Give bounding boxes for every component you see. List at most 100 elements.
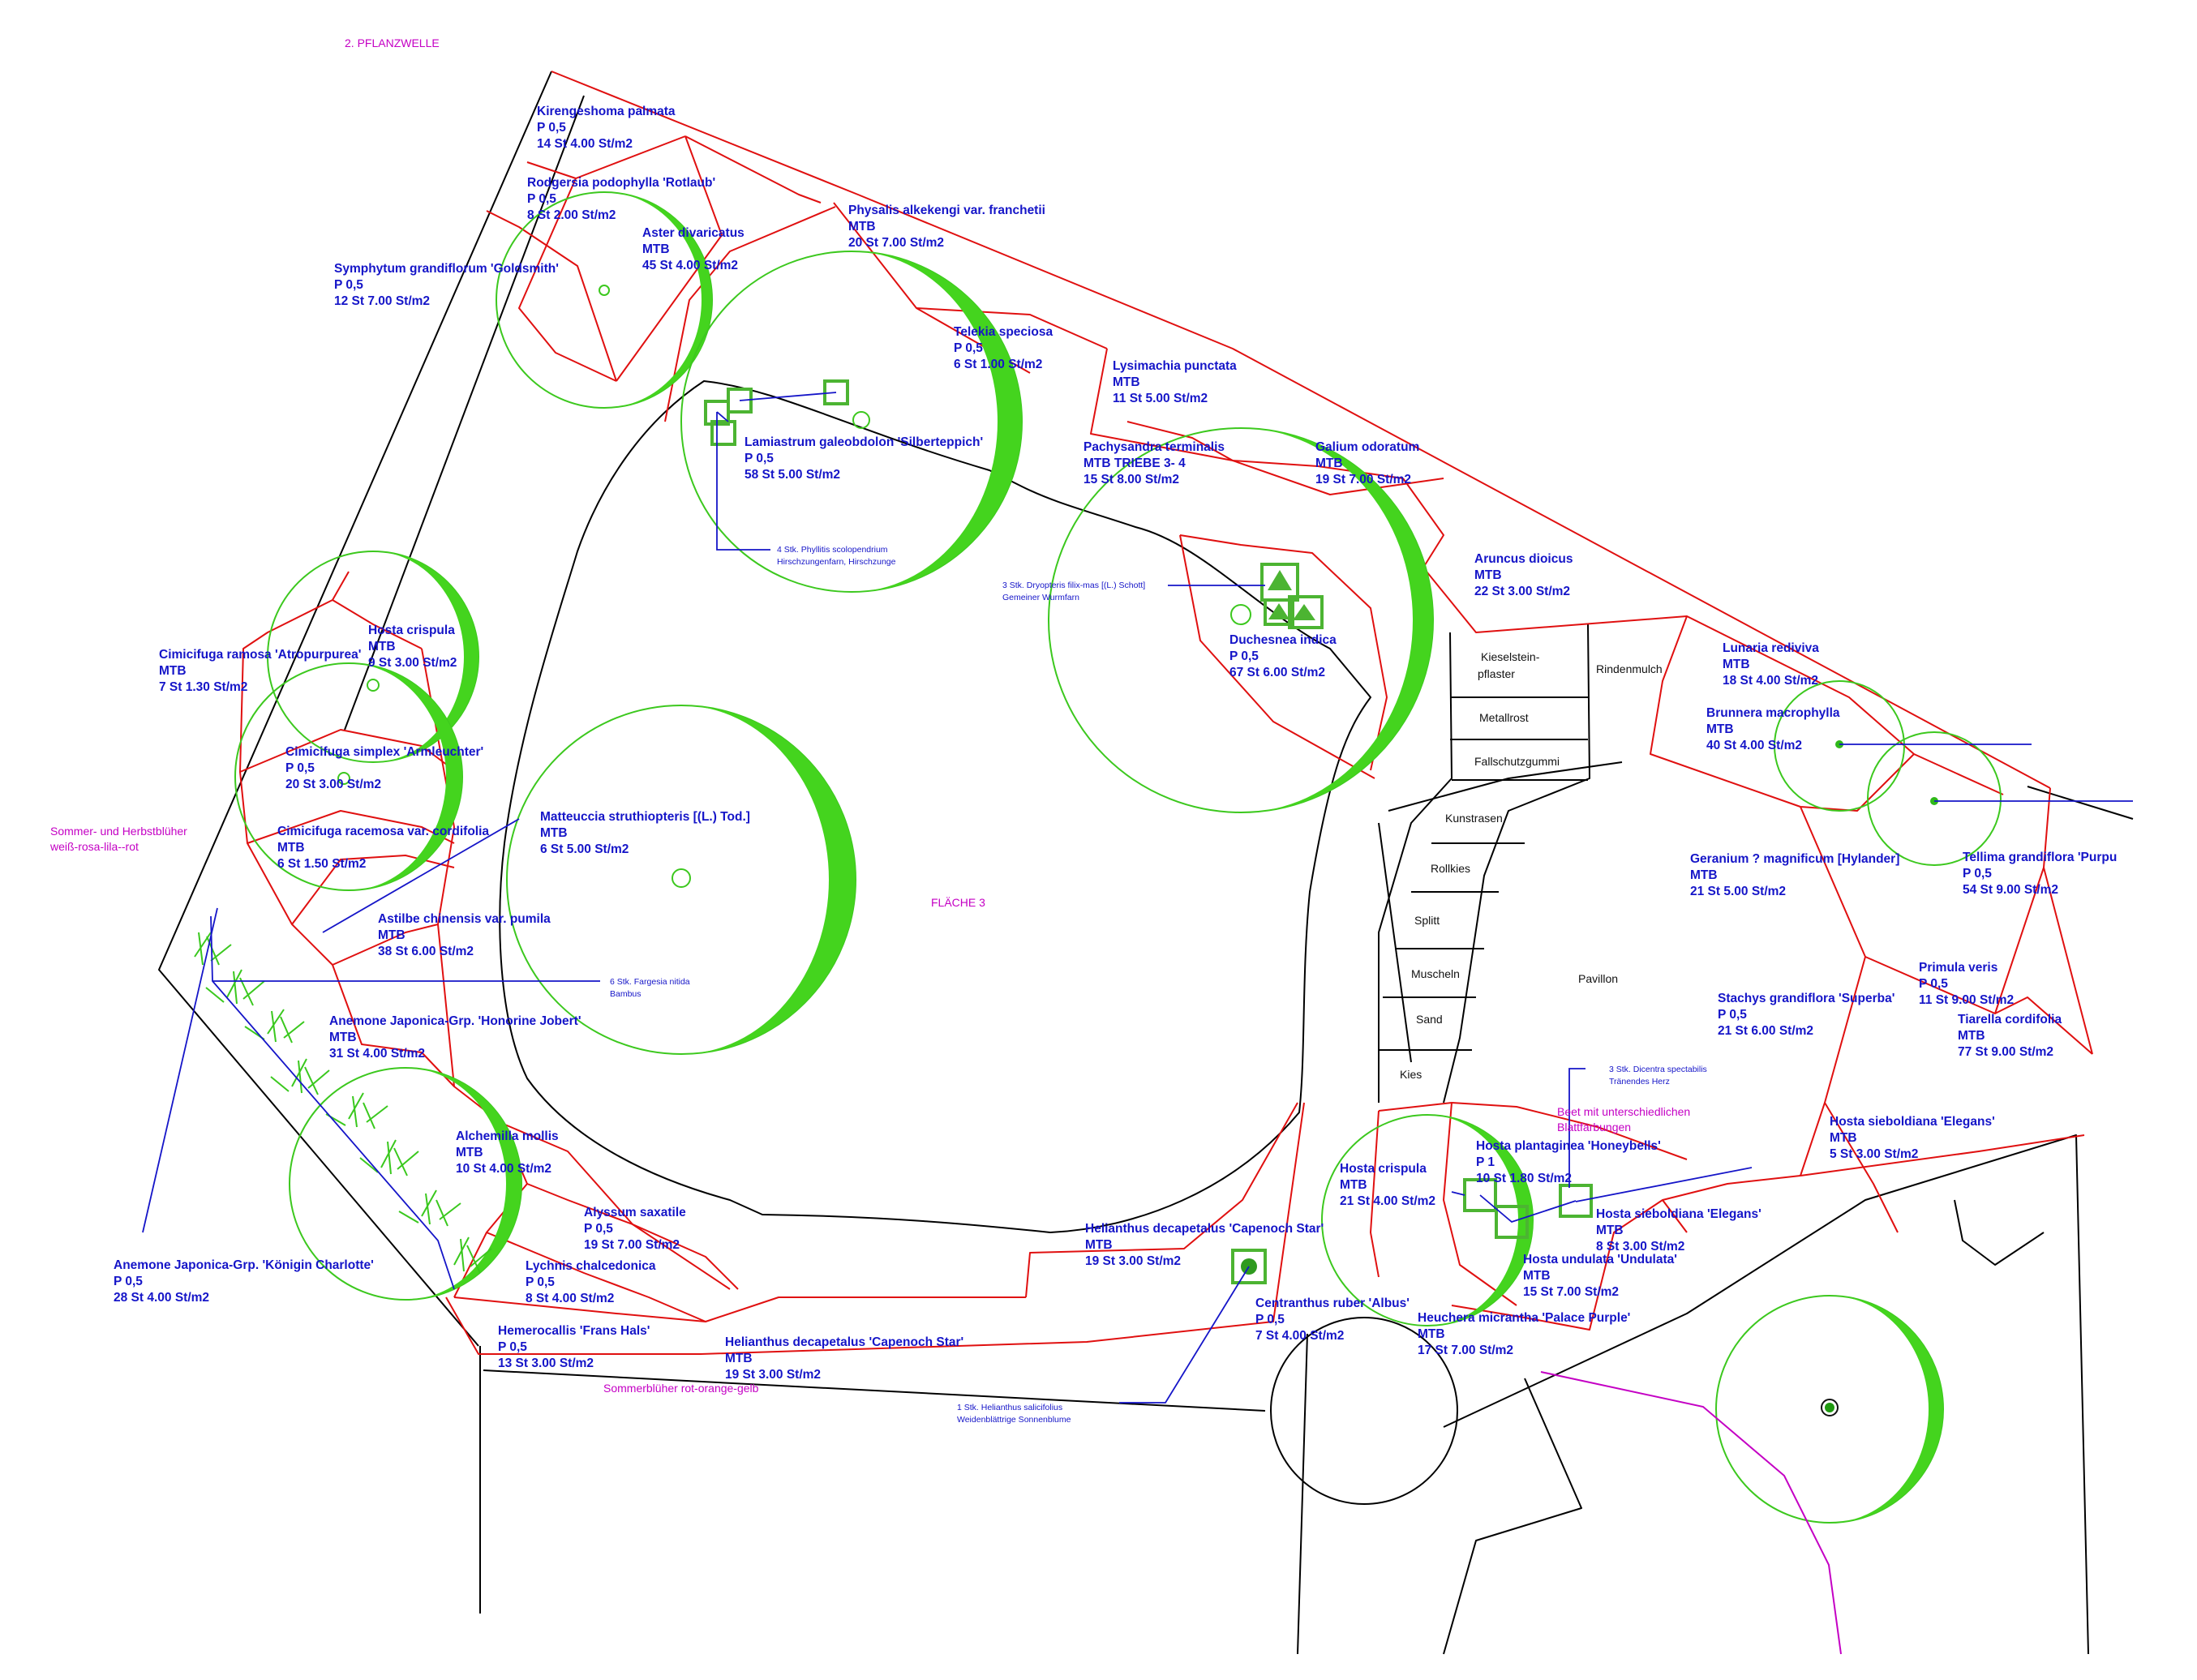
plant-label-line: 10 St 1.80 St/m2 [1476, 1172, 1572, 1185]
plant-label-line: 15 St 7.00 St/m2 [1523, 1285, 1619, 1299]
plant-label-line: Cimicifuga racemosa var. cordifolia [277, 825, 489, 838]
bed-line [486, 210, 617, 382]
bed-line [2043, 867, 2093, 1055]
plant-label: Helianthus decapetalus 'Capenoch Star'MT… [1085, 1222, 1324, 1268]
plant-label-line: 40 St 4.00 St/m2 [1706, 739, 1802, 752]
bulk-note-line: 3 Stk. Dicentra spectabilis [1609, 1065, 1707, 1074]
plant-label-line: 20 St 3.00 St/m2 [285, 778, 381, 791]
plant-label-line: 15 St 8.00 St/m2 [1083, 473, 1179, 486]
south-west-edge [483, 1369, 1266, 1412]
bed-line [486, 1232, 706, 1322]
plant-label-line: MTB TRIEBE 3- 4 [1083, 456, 1186, 470]
surface-label: Kunstrasen [1445, 812, 1503, 825]
plant-label-line: MTB [1315, 456, 1343, 470]
plant-label-line: 9 St 3.00 St/m2 [368, 656, 457, 670]
bulk-note-line: Gemeiner Wurmfarn [1002, 593, 1079, 602]
tree-canopy [1321, 1114, 1534, 1326]
bed-line [1025, 1102, 1298, 1298]
dryopteris-symbol-group [1260, 563, 1324, 629]
bulk-note-line: Tränendes Herz [1609, 1077, 1670, 1086]
plant-label-line: MTB [1958, 1029, 1985, 1043]
inner-lawn-edge [499, 380, 1371, 1233]
leader-lines [142, 412, 2133, 1404]
tree-canopy [496, 191, 713, 409]
plant-label-line: Hosta undulata 'Undulata' [1523, 1253, 1677, 1266]
tree-canopy [506, 705, 856, 1055]
plant-label-line: Alyssum saxatile [584, 1206, 686, 1219]
bed-line [1662, 1199, 1688, 1233]
plant-label-line: Tiarella cordifolia [1958, 1013, 2062, 1026]
plant-label-line: MTB [368, 640, 396, 654]
phyllitis-symbol-group [704, 379, 849, 446]
bed-line [616, 135, 723, 382]
plant-label: Anemone Japonica-Grp. 'Königin Charlotte… [114, 1258, 374, 1305]
plant-label-line: Hemerocallis 'Frans Hals' [498, 1324, 650, 1338]
plant-label-line: 19 St 3.00 St/m2 [1085, 1254, 1181, 1268]
bed-line [1378, 1102, 1688, 1160]
plant-label-line: Cimicifuga simplex 'Armleuchter' [285, 745, 483, 759]
note-label-line: Sommer- und Herbstblüher [50, 825, 187, 838]
plant-label-line: MTB [642, 242, 670, 256]
bed-line [526, 1183, 739, 1290]
plant-label-line: Brunnera macrophylla [1706, 706, 1840, 720]
plant-label-line: P 0,5 [1255, 1313, 1285, 1326]
plant-label-line: MTB [540, 826, 568, 840]
plant-label-line: MTB [456, 1146, 483, 1159]
plant-label-line: P 0,5 [744, 452, 774, 465]
bed-line [1179, 534, 1388, 771]
surface-label: Muscheln [1411, 967, 1460, 980]
leader-dicentra [1568, 1068, 1586, 1188]
plant-label-line: 28 St 4.00 St/m2 [114, 1291, 209, 1305]
plant-label-line: Pachysandra terminalis [1083, 440, 1225, 454]
plant-label-line: P 0,5 [1919, 977, 1948, 991]
plant-label-line: MTB [1340, 1178, 1367, 1192]
plant-label-line: 5 St 3.00 St/m2 [1830, 1147, 1918, 1161]
outer-boundary [158, 71, 552, 1347]
bamboo-grass-tufts [194, 932, 492, 1274]
plant-label-line: Aruncus dioicus [1474, 552, 1573, 566]
plant-label: Matteuccia struthiopteris [(L.) Tod.] MTB… [540, 810, 750, 856]
bed-line [445, 1102, 1305, 1355]
plant-label-line: Lychnis chalcedonica [526, 1259, 656, 1273]
bed-line [684, 135, 822, 204]
plant-label-line: MTB [1474, 568, 1502, 582]
plant-label-line: MTB [1830, 1131, 1857, 1145]
plant-label-line: P 0,5 [114, 1275, 143, 1288]
roundabout [1270, 1317, 1458, 1505]
plant-label-line: P 0,5 [537, 121, 566, 135]
tree-canopy [267, 551, 479, 763]
bulk-note-line: 1 Stk. Helianthus salicifolius [957, 1403, 1062, 1412]
surface-label: Kies [1400, 1068, 1422, 1081]
leader-anemone [142, 907, 218, 1233]
plant-label-line: Geranium ? magnificum [Hylander] [1690, 852, 1899, 866]
plant-label-line: Lysimachia punctata [1113, 359, 1237, 373]
plant-label-line: Matteuccia struthiopteris [(L.) Tod.] [540, 810, 750, 824]
plant-label-line: 38 St 6.00 St/m2 [378, 945, 474, 958]
tree-canopy [1715, 1295, 1944, 1524]
plant-label-line: 8 St 4.00 St/m2 [526, 1292, 614, 1305]
plant-label-line: Hosta crispula [1340, 1162, 1427, 1176]
tree-canopy [234, 662, 463, 891]
note-label-line: Sommerblüher rot-orange-gelb [603, 1382, 759, 1395]
plant-label-line: MTB [277, 841, 305, 855]
surface-label: Sand [1416, 1013, 1443, 1026]
plant-label-line: 10 St 4.00 St/m2 [456, 1162, 551, 1176]
bed-line [1864, 787, 2051, 1014]
plant-label-line: Anemone Japonica-Grp. 'Honorine Jobert' [329, 1014, 581, 1028]
plant-label-line: MTB [848, 220, 876, 234]
plant-label-line: P 0,5 [526, 1275, 555, 1289]
plant-label-line: Hosta sieboldiana 'Elegans' [1596, 1207, 1761, 1221]
plant-label-line: Lamiastrum galeobdolon 'Silberteppich' [744, 435, 983, 449]
